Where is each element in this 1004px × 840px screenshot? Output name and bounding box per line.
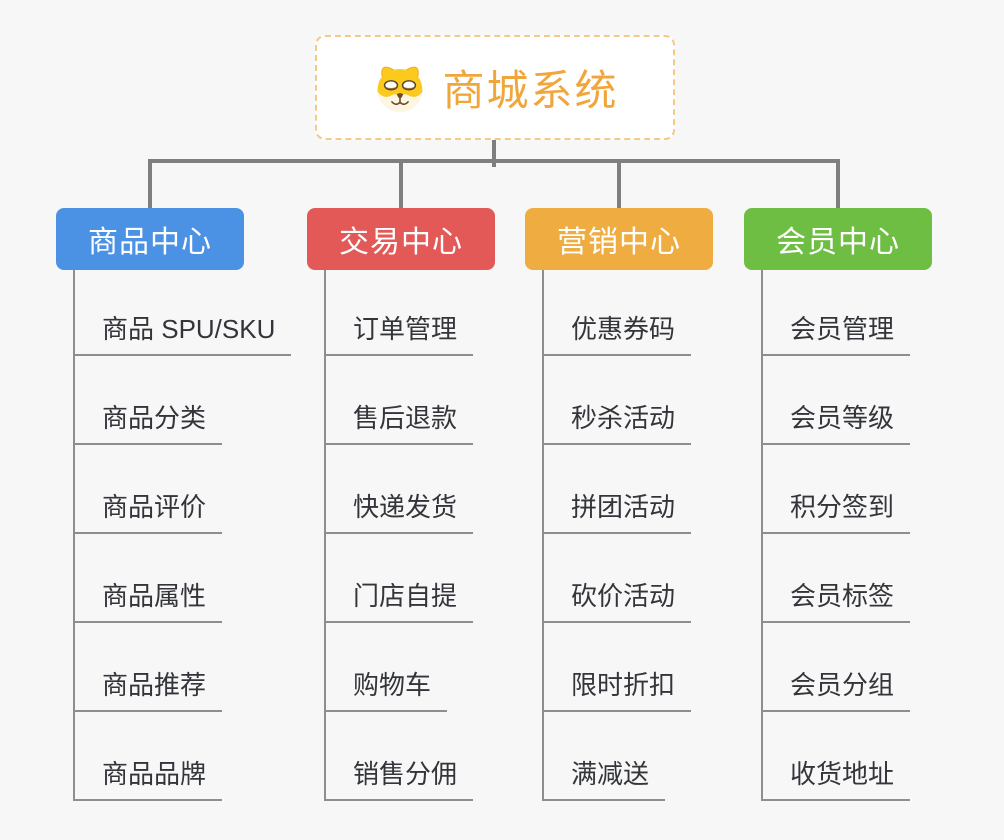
leaf-node[interactable]: 商品评价 xyxy=(73,488,223,534)
leaf-node[interactable]: 会员分组 xyxy=(761,666,911,712)
leaf-node[interactable]: 销售分佣 xyxy=(324,755,474,801)
leaf-node[interactable]: 订单管理 xyxy=(324,310,474,356)
leaf-node[interactable]: 门店自提 xyxy=(324,577,474,623)
connector-column-spine xyxy=(542,270,544,801)
leaf-node[interactable]: 会员等级 xyxy=(761,399,911,445)
leaf-node[interactable]: 满减送 xyxy=(542,755,666,801)
connector-branch-drop xyxy=(617,159,621,208)
leaf-node[interactable]: 会员管理 xyxy=(761,310,911,356)
leaf-node[interactable]: 秒杀活动 xyxy=(542,399,692,445)
branch-node[interactable]: 营销中心 xyxy=(525,208,713,270)
leaf-node[interactable]: 商品属性 xyxy=(73,577,223,623)
connector-branch-drop xyxy=(399,159,403,208)
dog-face-icon xyxy=(378,66,423,112)
connector-column-spine xyxy=(761,270,763,801)
branch-node[interactable]: 会员中心 xyxy=(744,208,932,270)
branch-node[interactable]: 商品中心 xyxy=(56,208,244,270)
leaf-node[interactable]: 会员标签 xyxy=(761,577,911,623)
leaf-node[interactable]: 售后退款 xyxy=(324,399,474,445)
connector-column-spine xyxy=(324,270,326,801)
leaf-node[interactable]: 积分签到 xyxy=(761,488,911,534)
connector-column-spine xyxy=(73,270,75,801)
connector-bus xyxy=(148,159,840,163)
leaf-node[interactable]: 优惠券码 xyxy=(542,310,692,356)
leaf-node[interactable]: 拼团活动 xyxy=(542,488,692,534)
root-node[interactable]: 商城系统 xyxy=(315,35,675,140)
root-title: 商城系统 xyxy=(442,67,619,114)
leaf-node[interactable]: 购物车 xyxy=(324,666,448,712)
leaf-node[interactable]: 砍价活动 xyxy=(542,577,692,623)
leaf-node[interactable]: 商品推荐 xyxy=(73,666,223,712)
leaf-node[interactable]: 收货地址 xyxy=(761,755,911,801)
leaf-node[interactable]: 商品 SPU/SKU xyxy=(73,310,292,356)
connector-branch-drop xyxy=(836,159,840,208)
branch-node[interactable]: 交易中心 xyxy=(307,208,495,270)
leaf-node[interactable]: 商品分类 xyxy=(73,399,223,445)
leaf-node[interactable]: 快递发货 xyxy=(324,488,474,534)
connector-branch-drop xyxy=(148,159,152,208)
leaf-node[interactable]: 限时折扣 xyxy=(542,666,692,712)
connector-root-stub xyxy=(492,140,496,167)
leaf-node[interactable]: 商品品牌 xyxy=(73,755,223,801)
